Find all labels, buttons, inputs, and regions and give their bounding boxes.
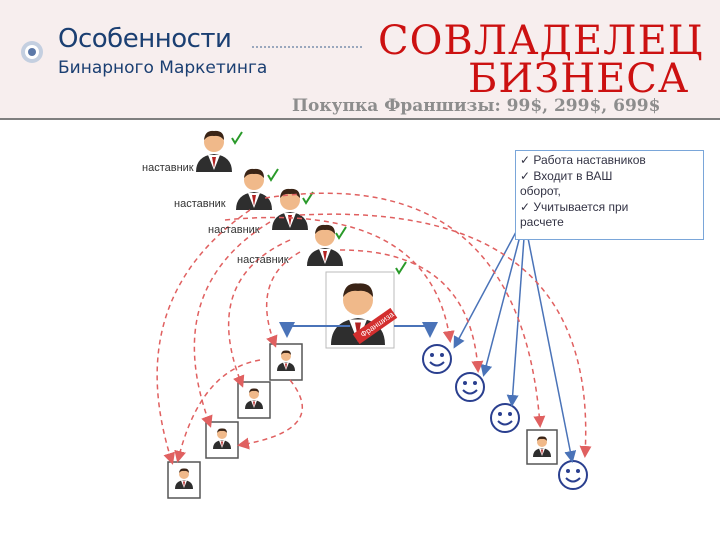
- right-branch-arrow: [394, 322, 438, 338]
- mentor-person-icon: [196, 130, 232, 172]
- check-icon: [302, 191, 314, 205]
- section-subtitle: Бинарного Маркетинга: [58, 58, 268, 78]
- mentor-curve: [228, 239, 291, 388]
- mentor-curve: [224, 216, 455, 343]
- mentor-curve: [265, 251, 301, 348]
- benefit-arrow: [480, 235, 521, 377]
- smiley-icon: [455, 372, 485, 402]
- mentor-label: наставник: [142, 162, 194, 174]
- smiley-icon: [558, 460, 588, 490]
- mentor-curve: [237, 379, 303, 450]
- mentor-person-icon: [272, 188, 308, 230]
- smiley-icon: [422, 344, 452, 374]
- price-line: Покупка Франшизы: 99$, 299$, 699$: [292, 96, 660, 116]
- benefit-arrow: [506, 237, 525, 407]
- benefit-line: ✓ Входит в ВАШ: [520, 168, 613, 183]
- left-branch-arrow: [279, 322, 350, 338]
- mentor-label: наставник: [208, 224, 260, 236]
- headline-line2: БИЗНЕСА: [468, 56, 690, 102]
- target-circle-icon: [21, 41, 43, 63]
- central-person-icon: [325, 271, 398, 349]
- section-title: Особенности: [58, 24, 232, 54]
- mentor-curve: [299, 213, 592, 458]
- price-label: Покупка Франшизы:: [292, 96, 501, 116]
- check-icon: [335, 226, 347, 240]
- benefit-line: ✓ Учитывается при: [520, 199, 629, 214]
- mentor-label: наставник: [174, 198, 226, 210]
- benefit-line: ✓ Работа наставников: [520, 153, 646, 167]
- benefit-line: расчете: [520, 215, 564, 229]
- right-downline-person: [526, 429, 558, 465]
- check-icon: [231, 131, 243, 145]
- mentor-curve: [156, 209, 251, 465]
- header-band: Особенности Бинарного Маркетинга СОВЛАДЕ…: [0, 0, 720, 120]
- mentor-curve: [193, 221, 271, 428]
- benefit-line: оборот,: [520, 184, 561, 198]
- benefit-arrow: [453, 231, 517, 349]
- price-values: 99$, 299$, 699$: [506, 96, 661, 116]
- check-icon: [267, 168, 279, 182]
- mentor-label: наставник: [237, 254, 289, 266]
- mentor-curve: [174, 359, 261, 463]
- benefit-arrow: [527, 237, 577, 463]
- mentor-person-icon: [236, 168, 272, 210]
- dotted-divider: [252, 46, 362, 48]
- mentor-curve: [339, 249, 484, 373]
- mentor-person-icon: [307, 224, 343, 266]
- check-icon: [395, 261, 407, 275]
- benefits-box: ✓ Работа наставников ✓ Входит в ВАШ обор…: [515, 150, 704, 240]
- mentor-curve: [264, 192, 546, 428]
- smiley-icon: [490, 403, 520, 433]
- headline-line1: СОВЛАДЕЛЕЦ: [378, 18, 704, 64]
